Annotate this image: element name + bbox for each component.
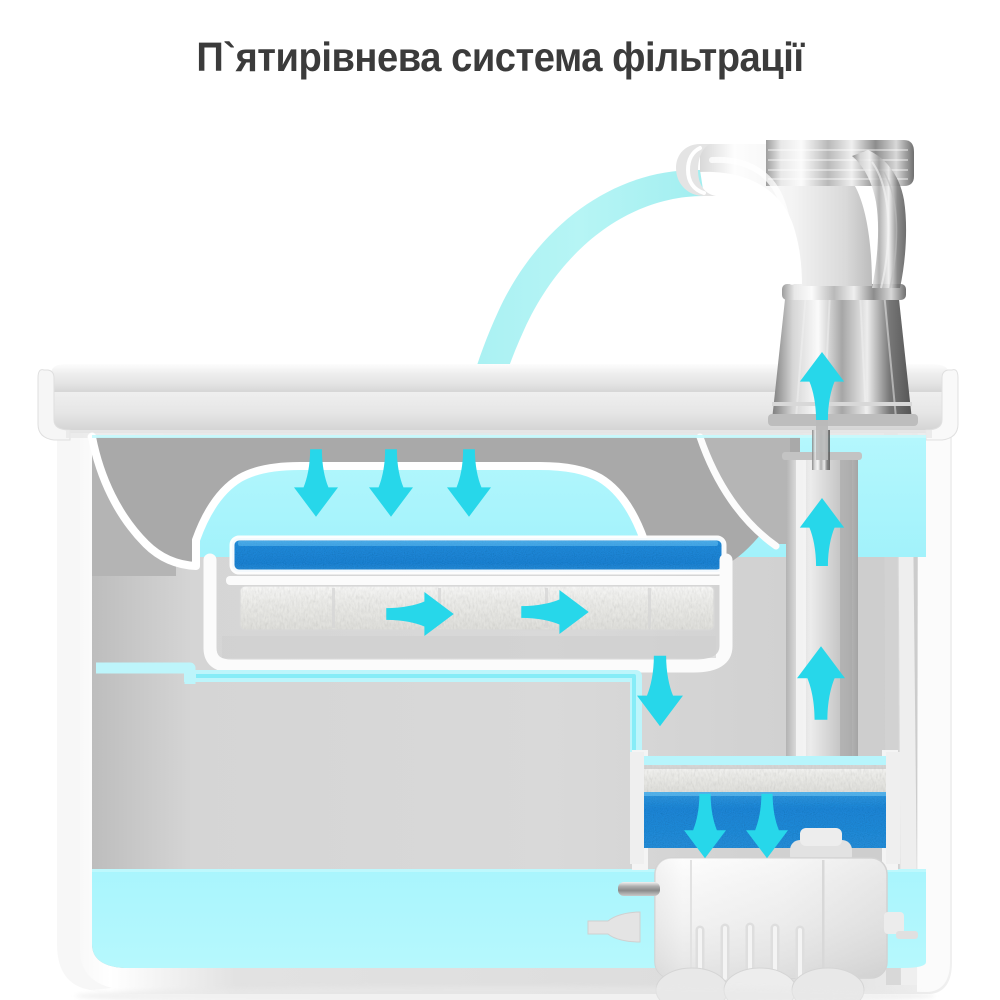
lower-chamber-left-rail — [630, 752, 644, 864]
flow-channel — [96, 662, 642, 774]
flow-channel-inner — [196, 674, 636, 766]
pump-right-pin — [896, 931, 918, 939]
pump-body-sheen — [655, 858, 887, 978]
pump-lower-spigot — [587, 911, 641, 943]
spout-cone-ribs — [795, 291, 897, 419]
spout-internal-stem — [816, 420, 828, 460]
ground-shadow — [75, 986, 935, 1000]
spout-cone — [772, 290, 912, 420]
pump — [587, 828, 918, 1000]
riser-tube-shade — [840, 452, 852, 770]
riser-tube-gloss — [796, 452, 806, 770]
spout-lip — [676, 144, 716, 196]
flow-channel-left — [96, 662, 196, 684]
pump-outlet-neck — [800, 828, 842, 846]
basin-gloss-edge — [88, 433, 648, 570]
rim-front-face — [52, 392, 948, 433]
spout-right-column — [852, 150, 907, 288]
basin-right-slope-gloss — [696, 433, 780, 550]
upper-filter-chamber-shadow — [222, 636, 716, 658]
basin-silhouette — [92, 437, 800, 566]
rim-top-surface — [51, 364, 949, 392]
lower-cotton-layer — [644, 765, 886, 792]
spout-cone-base-ring — [768, 414, 918, 426]
spout-right-column-lines — [871, 161, 898, 289]
spout-housing — [676, 140, 918, 460]
lower-chamber-right-rail — [886, 752, 900, 864]
left-outer-edge — [57, 430, 112, 990]
pump-left-nozzle — [618, 882, 660, 896]
riser-tube — [782, 430, 862, 772]
page-title: П`ятирівнева система фільтрації — [196, 34, 804, 80]
spout-top-block-lines — [768, 149, 908, 180]
pump-parting-line — [822, 860, 825, 976]
upper-filter-stack — [203, 535, 733, 673]
right-wall-highlight — [897, 420, 918, 985]
basin-right-slope — [700, 437, 790, 544]
pump-right-tab — [884, 912, 904, 934]
upper-filter-frame — [203, 553, 733, 673]
basin-water-surface-line — [92, 435, 926, 438]
upper-cotton-layer — [239, 585, 715, 631]
upper-sponge-layer — [229, 535, 727, 575]
rim-bottom-shadow — [66, 430, 932, 438]
top-rim — [37, 364, 959, 441]
right-outer-edge — [917, 420, 950, 992]
upper-filter-divider — [226, 576, 730, 585]
pump-parting-line-2 — [690, 860, 692, 976]
spout-lip-highlight — [685, 146, 706, 195]
lower-chamber-water-band — [644, 756, 886, 765]
spout-neck-highlight — [709, 156, 795, 285]
pump-intake-slots — [695, 922, 805, 983]
lower-water-surface-line — [92, 869, 926, 872]
